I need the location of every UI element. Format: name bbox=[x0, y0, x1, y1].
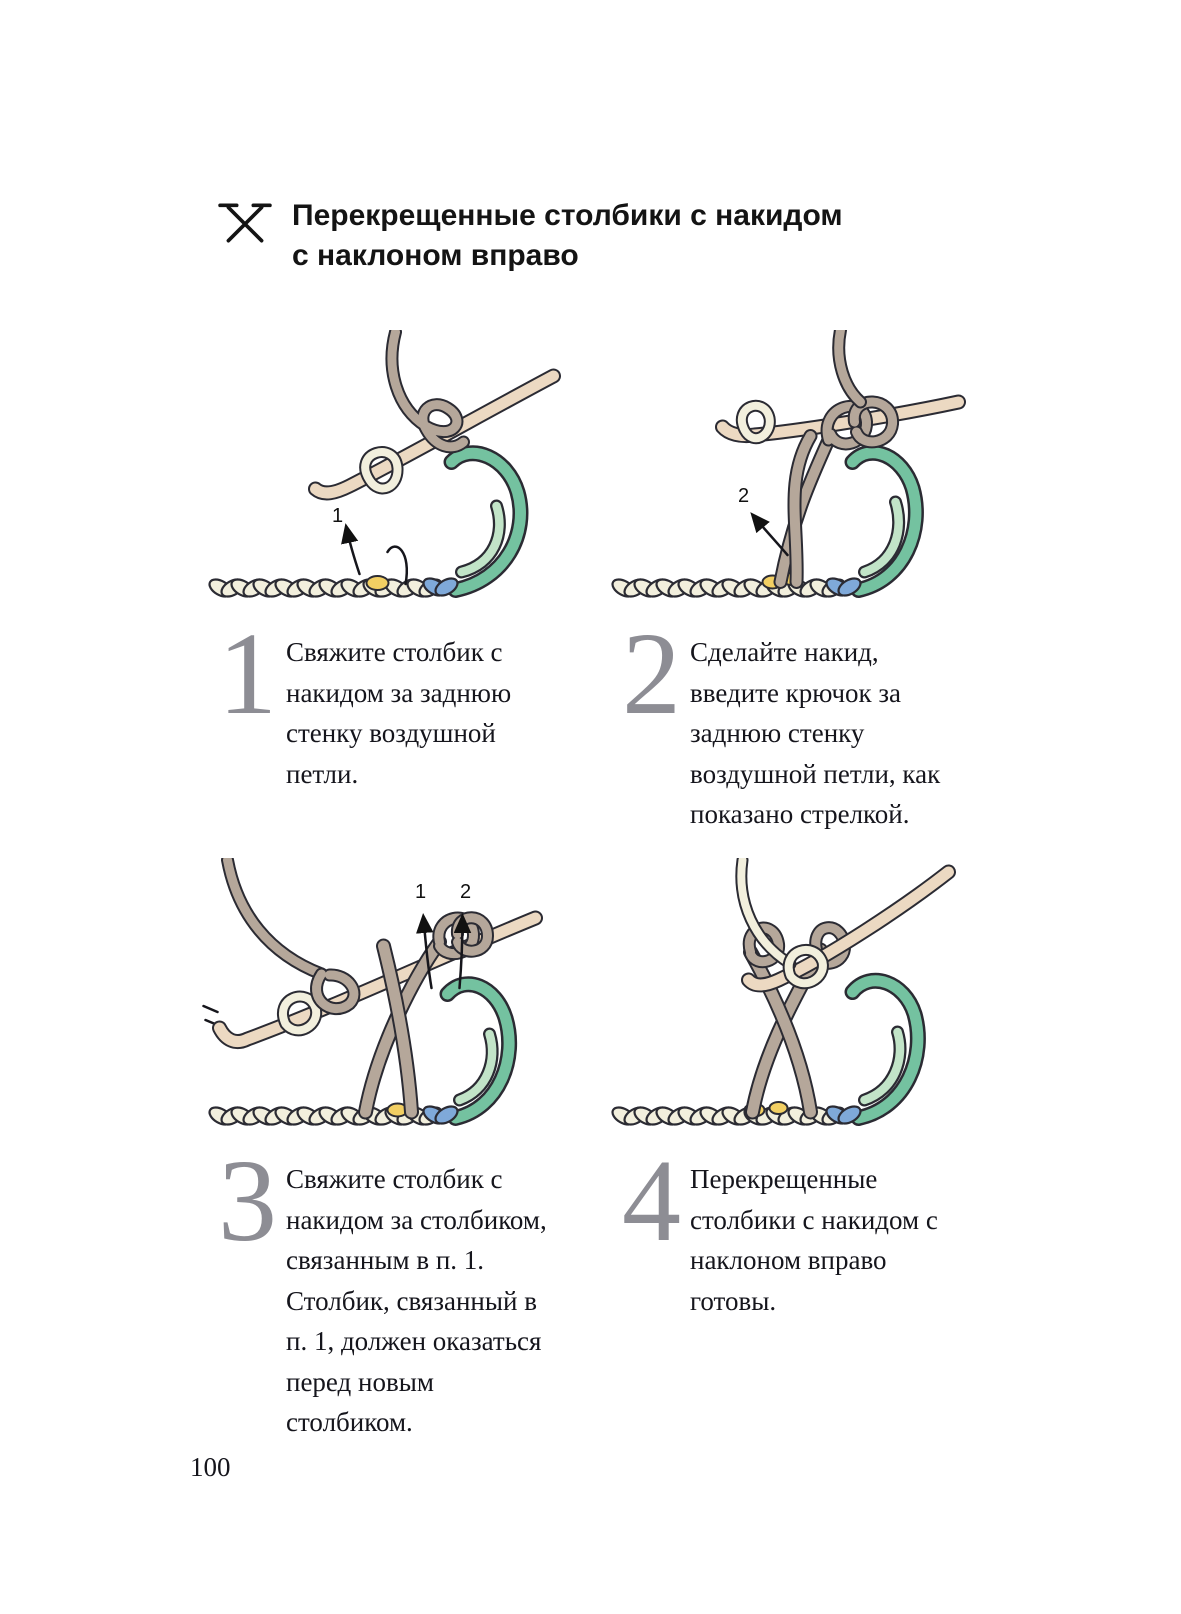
step-3-number: 3 bbox=[218, 1135, 277, 1266]
section-header: Перекрещенные столбики с накидом с накло… bbox=[218, 196, 843, 275]
illustration-step-1: 1 bbox=[197, 330, 561, 630]
title-line-2: с наклоном вправо bbox=[292, 238, 579, 272]
step-2-text: Сделайте накид, введите крючок за заднюю… bbox=[690, 637, 941, 829]
arrow-label-2: 2 bbox=[460, 881, 471, 903]
arrow-label-1: 1 bbox=[415, 881, 426, 903]
section-title: Перекрещенные столбики с накидом с накло… bbox=[292, 196, 843, 275]
crossed-stitch-icon bbox=[218, 203, 272, 243]
step-1-number: 1 bbox=[218, 608, 277, 739]
step-4: 4 Перекрещенные столбики с накидом с нак… bbox=[622, 1135, 962, 1321]
step-2-number: 2 bbox=[622, 608, 681, 739]
title-line-1: Перекрещенные столбики с накидом bbox=[292, 199, 843, 232]
illustration-step-2: 2 bbox=[600, 330, 966, 630]
arrow-label-1: 1 bbox=[332, 505, 343, 527]
step-2: 2 Сделайте накид, введите крючок за задн… bbox=[622, 608, 962, 835]
step-1: 1 Свяжите столбик с накидом за заднюю ст… bbox=[218, 608, 558, 794]
step-1-text: Свяжите столбик с накидом за заднюю стен… bbox=[286, 637, 512, 789]
illustration-step-3: 1 2 bbox=[202, 858, 543, 1158]
step-3-text: Свяжите столбик с накидом за столбиком, … bbox=[286, 1164, 547, 1437]
step-3: 3 Свяжите столбик с накидом за столбиком… bbox=[218, 1135, 558, 1443]
page-number: 100 bbox=[190, 1452, 231, 1482]
illustration-step-4 bbox=[600, 858, 956, 1158]
arrow-label-2: 2 bbox=[738, 485, 749, 507]
step-4-text: Перекрещенные столбики с накидом с накло… bbox=[690, 1164, 938, 1316]
step-4-number: 4 bbox=[622, 1135, 681, 1266]
